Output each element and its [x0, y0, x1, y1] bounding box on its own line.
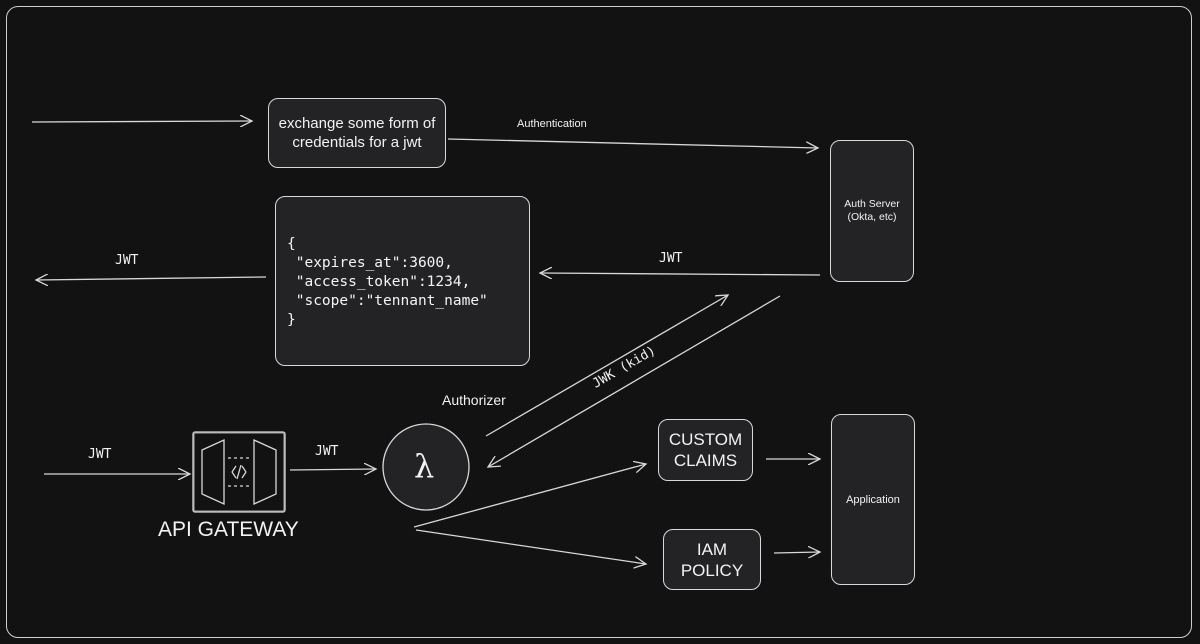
- custom-claims-line-1: CUSTOM: [668, 430, 743, 449]
- authentication-label: Authentication: [517, 118, 587, 130]
- custom-claims-line-2: CLAIMS: [673, 451, 738, 470]
- authorizer-lambda-circle: [382, 423, 470, 511]
- exchange-line-1: exchange some form of: [278, 115, 436, 132]
- arrow-authorizer-to-iam-policy: [415, 529, 646, 564]
- arrow-iam-policy-to-application: [773, 552, 820, 553]
- iam-policy-line-1: IAM: [696, 539, 728, 559]
- iam-policy-line-2: POLICY: [680, 560, 744, 580]
- auth-server-box: Auth Server (Okta, etc): [830, 140, 914, 282]
- exchange-line-2: credentials for a jwt: [292, 134, 422, 151]
- arrow-gateway-to-authorizer: [289, 469, 376, 470]
- api-gateway-label: API GATEWAY: [158, 518, 299, 541]
- jwt-open-brace: {: [287, 236, 296, 252]
- application-box: Application: [831, 414, 915, 585]
- authorizer-label: Authorizer: [442, 392, 506, 408]
- auth-server-line-1: Auth Server: [844, 198, 900, 210]
- api-gateway-icon: [192, 431, 286, 513]
- jwt-payload-code: { "expires_at":3600, "access_token":1234…: [287, 235, 488, 330]
- iam-policy-box: IAM POLICY: [663, 529, 761, 590]
- jwt-label-gateway: JWT: [315, 444, 339, 459]
- exchange-credentials-box: exchange some form of credentials for a …: [268, 98, 446, 168]
- jwt-label-input: JWT: [88, 447, 112, 462]
- arrow-input-to-exchange: [31, 121, 252, 122]
- arrow-auth-server-jwt-return: [540, 273, 821, 275]
- arrow-authorizer-to-auth-server: [485, 295, 728, 437]
- jwt-close-brace: }: [287, 312, 296, 328]
- custom-claims-box: CUSTOM CLAIMS: [658, 419, 753, 481]
- jwt-payload-box: [275, 196, 530, 366]
- jwt-label-right: JWT: [659, 251, 683, 266]
- jwt-access-token: "access_token":1234,: [287, 274, 471, 290]
- arrow-exchange-to-auth-server: [447, 138, 818, 148]
- canvas-frame: [6, 6, 1192, 638]
- jwt-label-left: JWT: [115, 253, 139, 268]
- arrow-auth-server-jwk-to-authorizer: [488, 295, 781, 467]
- jwt-scope: "scope":"tennant_name": [287, 293, 488, 309]
- arrow-jwt-out-left: [36, 277, 267, 280]
- jwt-expires-at: "expires_at":3600,: [287, 255, 453, 271]
- auth-server-line-2: (Okta, etc): [847, 211, 897, 223]
- arrow-authorizer-to-custom-claims: [413, 464, 646, 528]
- application-label: Application: [846, 493, 900, 506]
- lambda-symbol: λ: [414, 447, 435, 485]
